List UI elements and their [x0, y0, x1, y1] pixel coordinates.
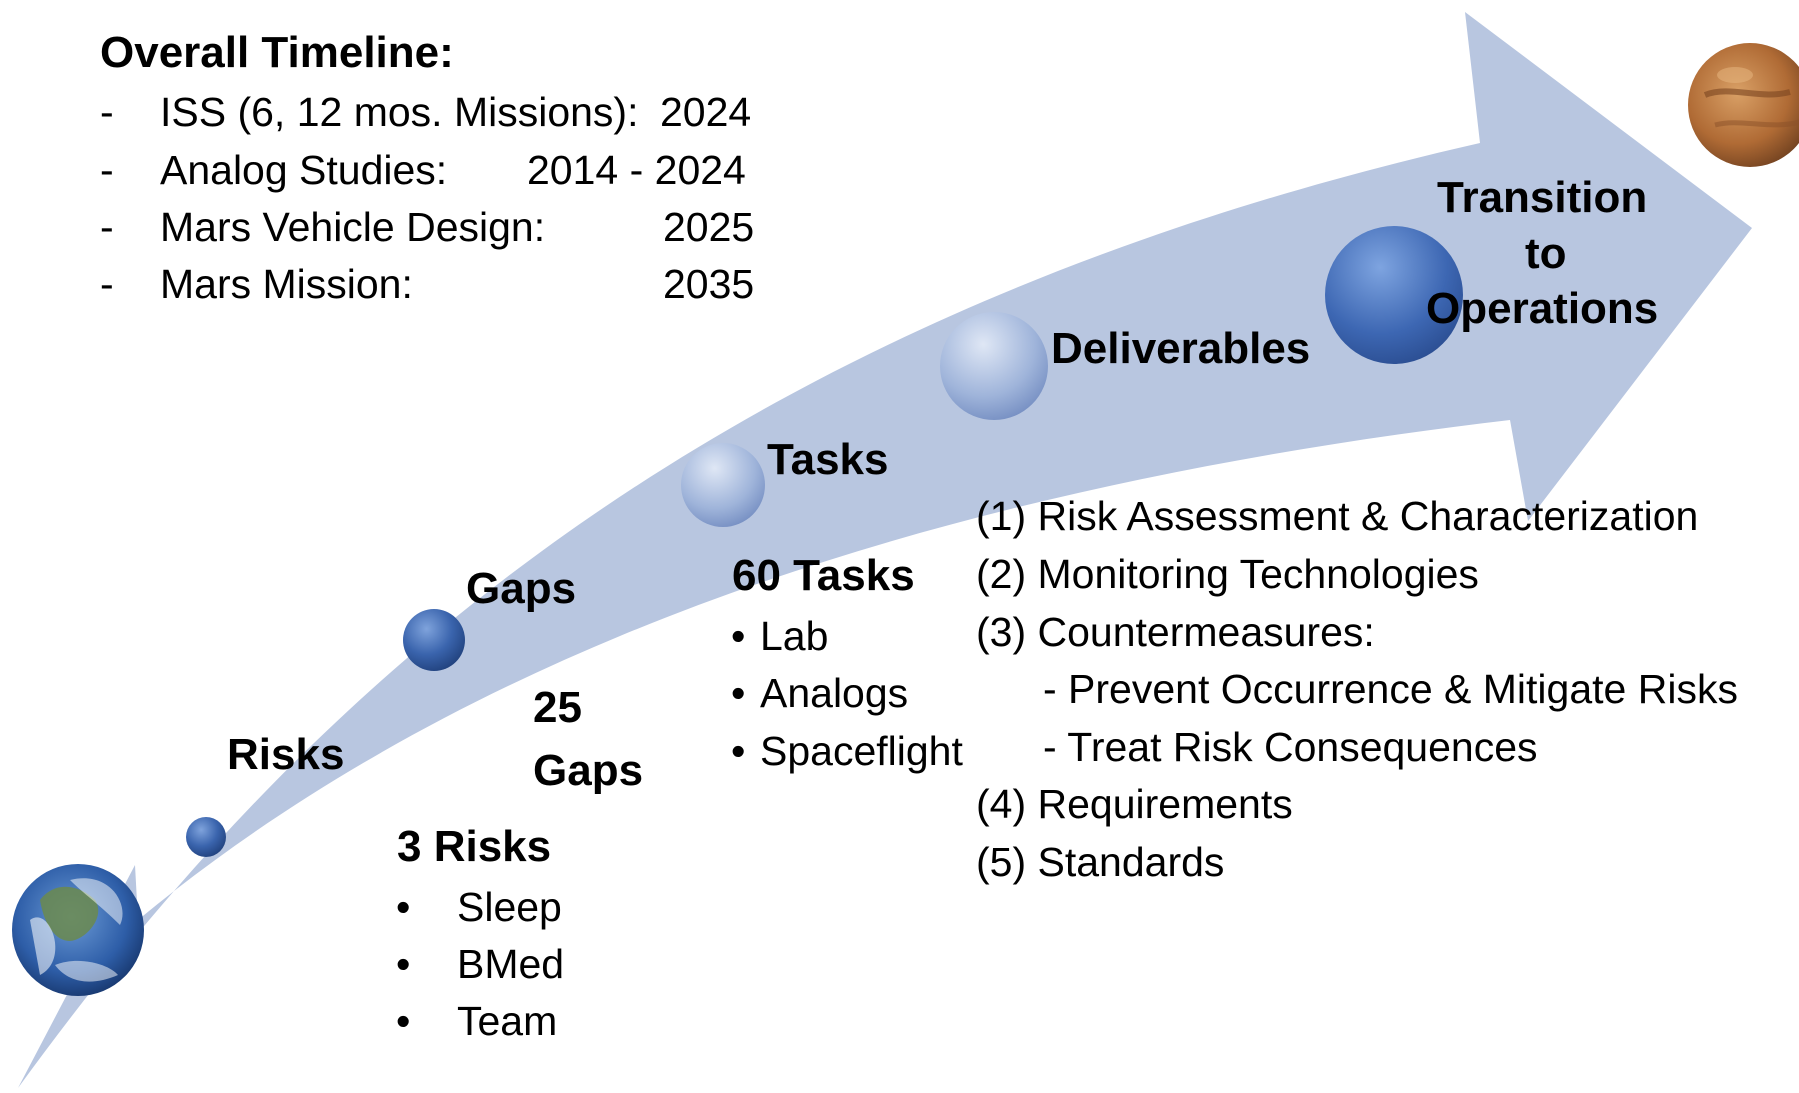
risks-bullet: • — [396, 941, 411, 987]
deliverable-item: (4) Requirements — [976, 781, 1293, 827]
transition-sphere — [1325, 226, 1463, 364]
deliverable-item: (5) Standards — [976, 839, 1225, 885]
timeline-row-label: Analog Studies: — [160, 147, 448, 193]
progress-arrow — [18, 12, 1752, 1088]
deliverable-item: (2) Monitoring Technologies — [976, 551, 1479, 597]
stage-label-tasks: Tasks — [767, 435, 889, 484]
tasks-item: Spaceflight — [760, 728, 963, 774]
tasks-bullet: • — [731, 728, 746, 774]
deliverables-sphere — [940, 312, 1048, 420]
risks-sphere — [186, 817, 226, 857]
timeline-row-dash: - — [100, 204, 114, 250]
timeline-row-dash: - — [100, 147, 114, 193]
risks-bullet: • — [396, 998, 411, 1044]
deliverable-subitem: - Prevent Occurrence & Mitigate Risks — [1043, 666, 1738, 712]
risks-item: Sleep — [457, 884, 562, 930]
timeline-row-dash: - — [100, 261, 114, 307]
tasks-item: Analogs — [760, 670, 909, 716]
stage-label-transition-3: Operations — [1426, 284, 1659, 333]
tasks-bullet: • — [731, 670, 746, 716]
tasks-sphere — [681, 443, 765, 527]
risks-heading: 3 Risks — [397, 822, 552, 871]
gaps-count: 25 — [533, 683, 582, 732]
tasks-bullet: • — [731, 613, 746, 659]
timeline-row-year: 2035 — [663, 261, 755, 307]
risks-item: Team — [457, 998, 558, 1044]
gaps-label: Gaps — [533, 746, 644, 795]
gaps-sphere — [403, 609, 465, 671]
timeline-row-label: Mars Mission: — [160, 261, 413, 307]
mars-planet-icon — [1688, 43, 1799, 167]
stage-label-transition-1: Transition — [1437, 173, 1648, 222]
timeline-row-year: 2024 — [660, 89, 752, 135]
timeline-row-year: 2014 - 2024 — [527, 147, 746, 193]
timeline-row-year: 2025 — [663, 204, 755, 250]
stage-label-gaps: Gaps — [466, 564, 577, 613]
stage-label-deliverables: Deliverables — [1051, 324, 1311, 373]
risks-bullet: • — [396, 884, 411, 930]
stage-label-transition-2: to — [1525, 229, 1567, 278]
deliverable-item: (1) Risk Assessment & Characterization — [976, 493, 1699, 539]
risks-item: BMed — [457, 941, 565, 987]
timeline-row-label: ISS (6, 12 mos. Missions): — [160, 89, 639, 135]
timeline-title: Overall Timeline: — [100, 28, 454, 77]
tasks-heading: 60 Tasks — [732, 551, 915, 600]
earth-globe-icon — [12, 864, 144, 996]
stage-label-risks: Risks — [227, 730, 345, 779]
tasks-item: Lab — [760, 613, 829, 659]
deliverable-item: (3) Countermeasures: — [976, 609, 1375, 655]
deliverable-subitem: - Treat Risk Consequences — [1043, 724, 1538, 770]
timeline-row-label: Mars Vehicle Design: — [160, 204, 546, 250]
timeline-row-dash: - — [100, 89, 114, 135]
